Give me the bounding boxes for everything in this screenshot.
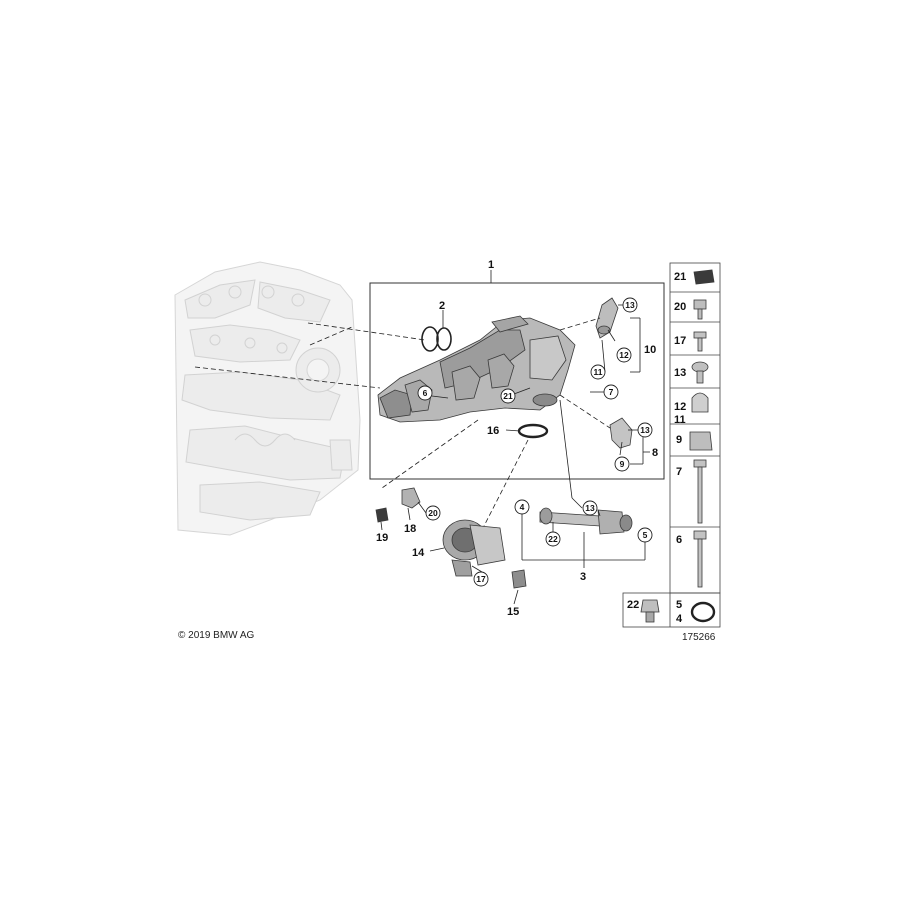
legend-label-17: 17 xyxy=(674,335,686,347)
pipe-illustration xyxy=(539,507,633,535)
legend-label-6: 6 xyxy=(676,534,682,546)
hardware-legend: 21 20 17 13 12 11 9 7 6 5 4 22 xyxy=(622,262,721,628)
plug-illustration xyxy=(511,569,527,589)
callout-13-top: 13 xyxy=(625,300,635,310)
throttle-body-illustration xyxy=(442,519,506,577)
callout-21: 21 xyxy=(503,391,513,401)
sensor-bracket-illustration xyxy=(595,297,619,339)
sensor-illustration xyxy=(375,487,421,523)
legend-label-4: 4 xyxy=(676,613,683,625)
callout-14: 14 xyxy=(412,547,425,559)
assembly-frame xyxy=(369,282,665,480)
callout-16: 16 xyxy=(487,425,499,437)
callout-9: 9 xyxy=(620,459,625,469)
engine-block-illustration xyxy=(174,261,361,536)
callout-10: 10 xyxy=(644,344,656,356)
callout-4: 4 xyxy=(520,502,525,512)
solid-leaders xyxy=(380,270,650,605)
callout-8: 8 xyxy=(652,447,658,459)
callout-3: 3 xyxy=(580,571,586,583)
diagram-id: 175266 xyxy=(682,632,716,643)
legend-label-13: 13 xyxy=(674,367,686,379)
callout-13-mid: 13 xyxy=(640,425,650,435)
circled-callouts xyxy=(417,297,653,587)
o-ring-illustration xyxy=(517,423,549,439)
callout-2: 2 xyxy=(439,300,445,312)
dashed-leaders xyxy=(194,317,611,527)
callout-17: 17 xyxy=(476,574,486,584)
callout-5: 5 xyxy=(643,530,648,540)
callout-1: 1 xyxy=(488,259,494,271)
callout-19: 19 xyxy=(376,532,388,544)
callout-18: 18 xyxy=(404,523,416,535)
callout-15: 15 xyxy=(507,606,519,618)
legend-label-12: 12 xyxy=(674,401,686,413)
legend-label-11: 11 xyxy=(674,414,686,426)
legend-label-22: 22 xyxy=(627,599,639,611)
circled-callout-labels: 6 21 7 13 12 11 13 9 20 4 22 13 5 17 xyxy=(423,300,650,584)
intake-manifold-illustration xyxy=(377,315,576,423)
callout-11: 11 xyxy=(594,367,603,377)
washer-ring-illustration xyxy=(690,601,716,623)
legend-label-21: 21 xyxy=(674,271,686,283)
callout-7: 7 xyxy=(609,387,614,397)
gasket-illustration xyxy=(421,326,452,352)
callout-22: 22 xyxy=(548,534,558,544)
callout-12: 12 xyxy=(619,350,629,360)
callout-13-pipe: 13 xyxy=(585,503,595,513)
legend-label-7: 7 xyxy=(676,466,682,478)
legend-label-9: 9 xyxy=(676,434,682,446)
callout-20: 20 xyxy=(428,508,438,518)
copyright-text: © 2019 BMW AG xyxy=(178,630,255,641)
legend-label-20: 20 xyxy=(674,301,686,313)
callout-labels: 1 2 10 8 16 18 19 14 15 3 xyxy=(376,259,658,618)
bracket-illustration xyxy=(609,417,633,449)
legend-label-5: 5 xyxy=(676,599,682,611)
callout-6: 6 xyxy=(423,388,428,398)
